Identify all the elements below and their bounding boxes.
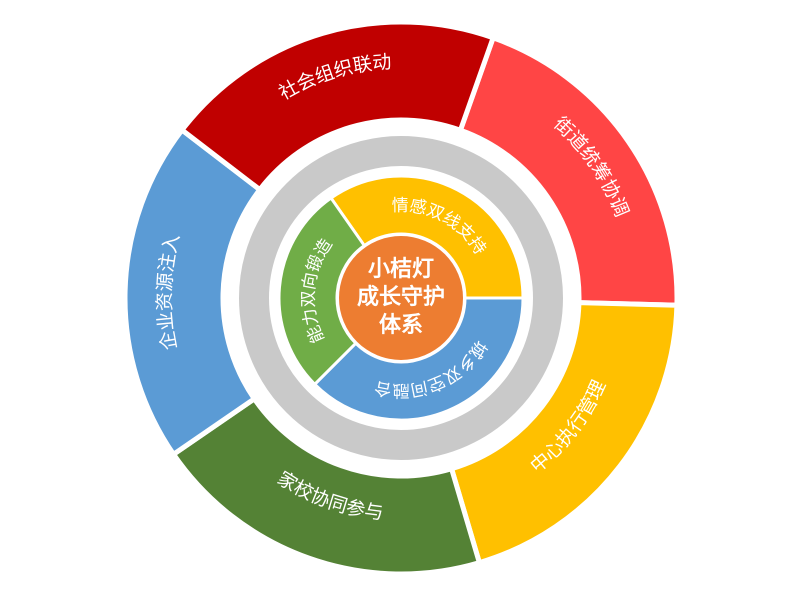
center-core: 小桔灯 成长守护 体系 (339, 236, 463, 360)
outer-segment-shape (178, 19, 497, 194)
inner-segment-3: 能力双向锻造 (277, 195, 367, 387)
inner-segment-shape (277, 195, 367, 387)
outer-segment-1: 街道统筹协调 (457, 34, 680, 308)
outer-segment-5: 社会组织联动 (178, 19, 497, 194)
middle-ring (239, 136, 563, 460)
outer-segment-3: 家校协同参与 (170, 395, 483, 577)
center-title-line-3: 体系 (379, 312, 423, 338)
center-title-line-2: 成长守护 (357, 284, 445, 310)
outer-segment-shape (448, 300, 680, 566)
outer-segment-shape (457, 34, 680, 308)
inner-segment-shape (328, 174, 525, 300)
center-circle (339, 236, 463, 360)
outer-segment-2: 中心执行管理 (448, 300, 680, 566)
outer-segment-shape (170, 395, 483, 577)
inner-segment-shape (312, 296, 525, 422)
center-title-line-1: 小桔灯 (368, 256, 434, 282)
outer-segment-shape (122, 126, 264, 458)
outer-segment-4: 企业资源注入 (122, 126, 264, 458)
